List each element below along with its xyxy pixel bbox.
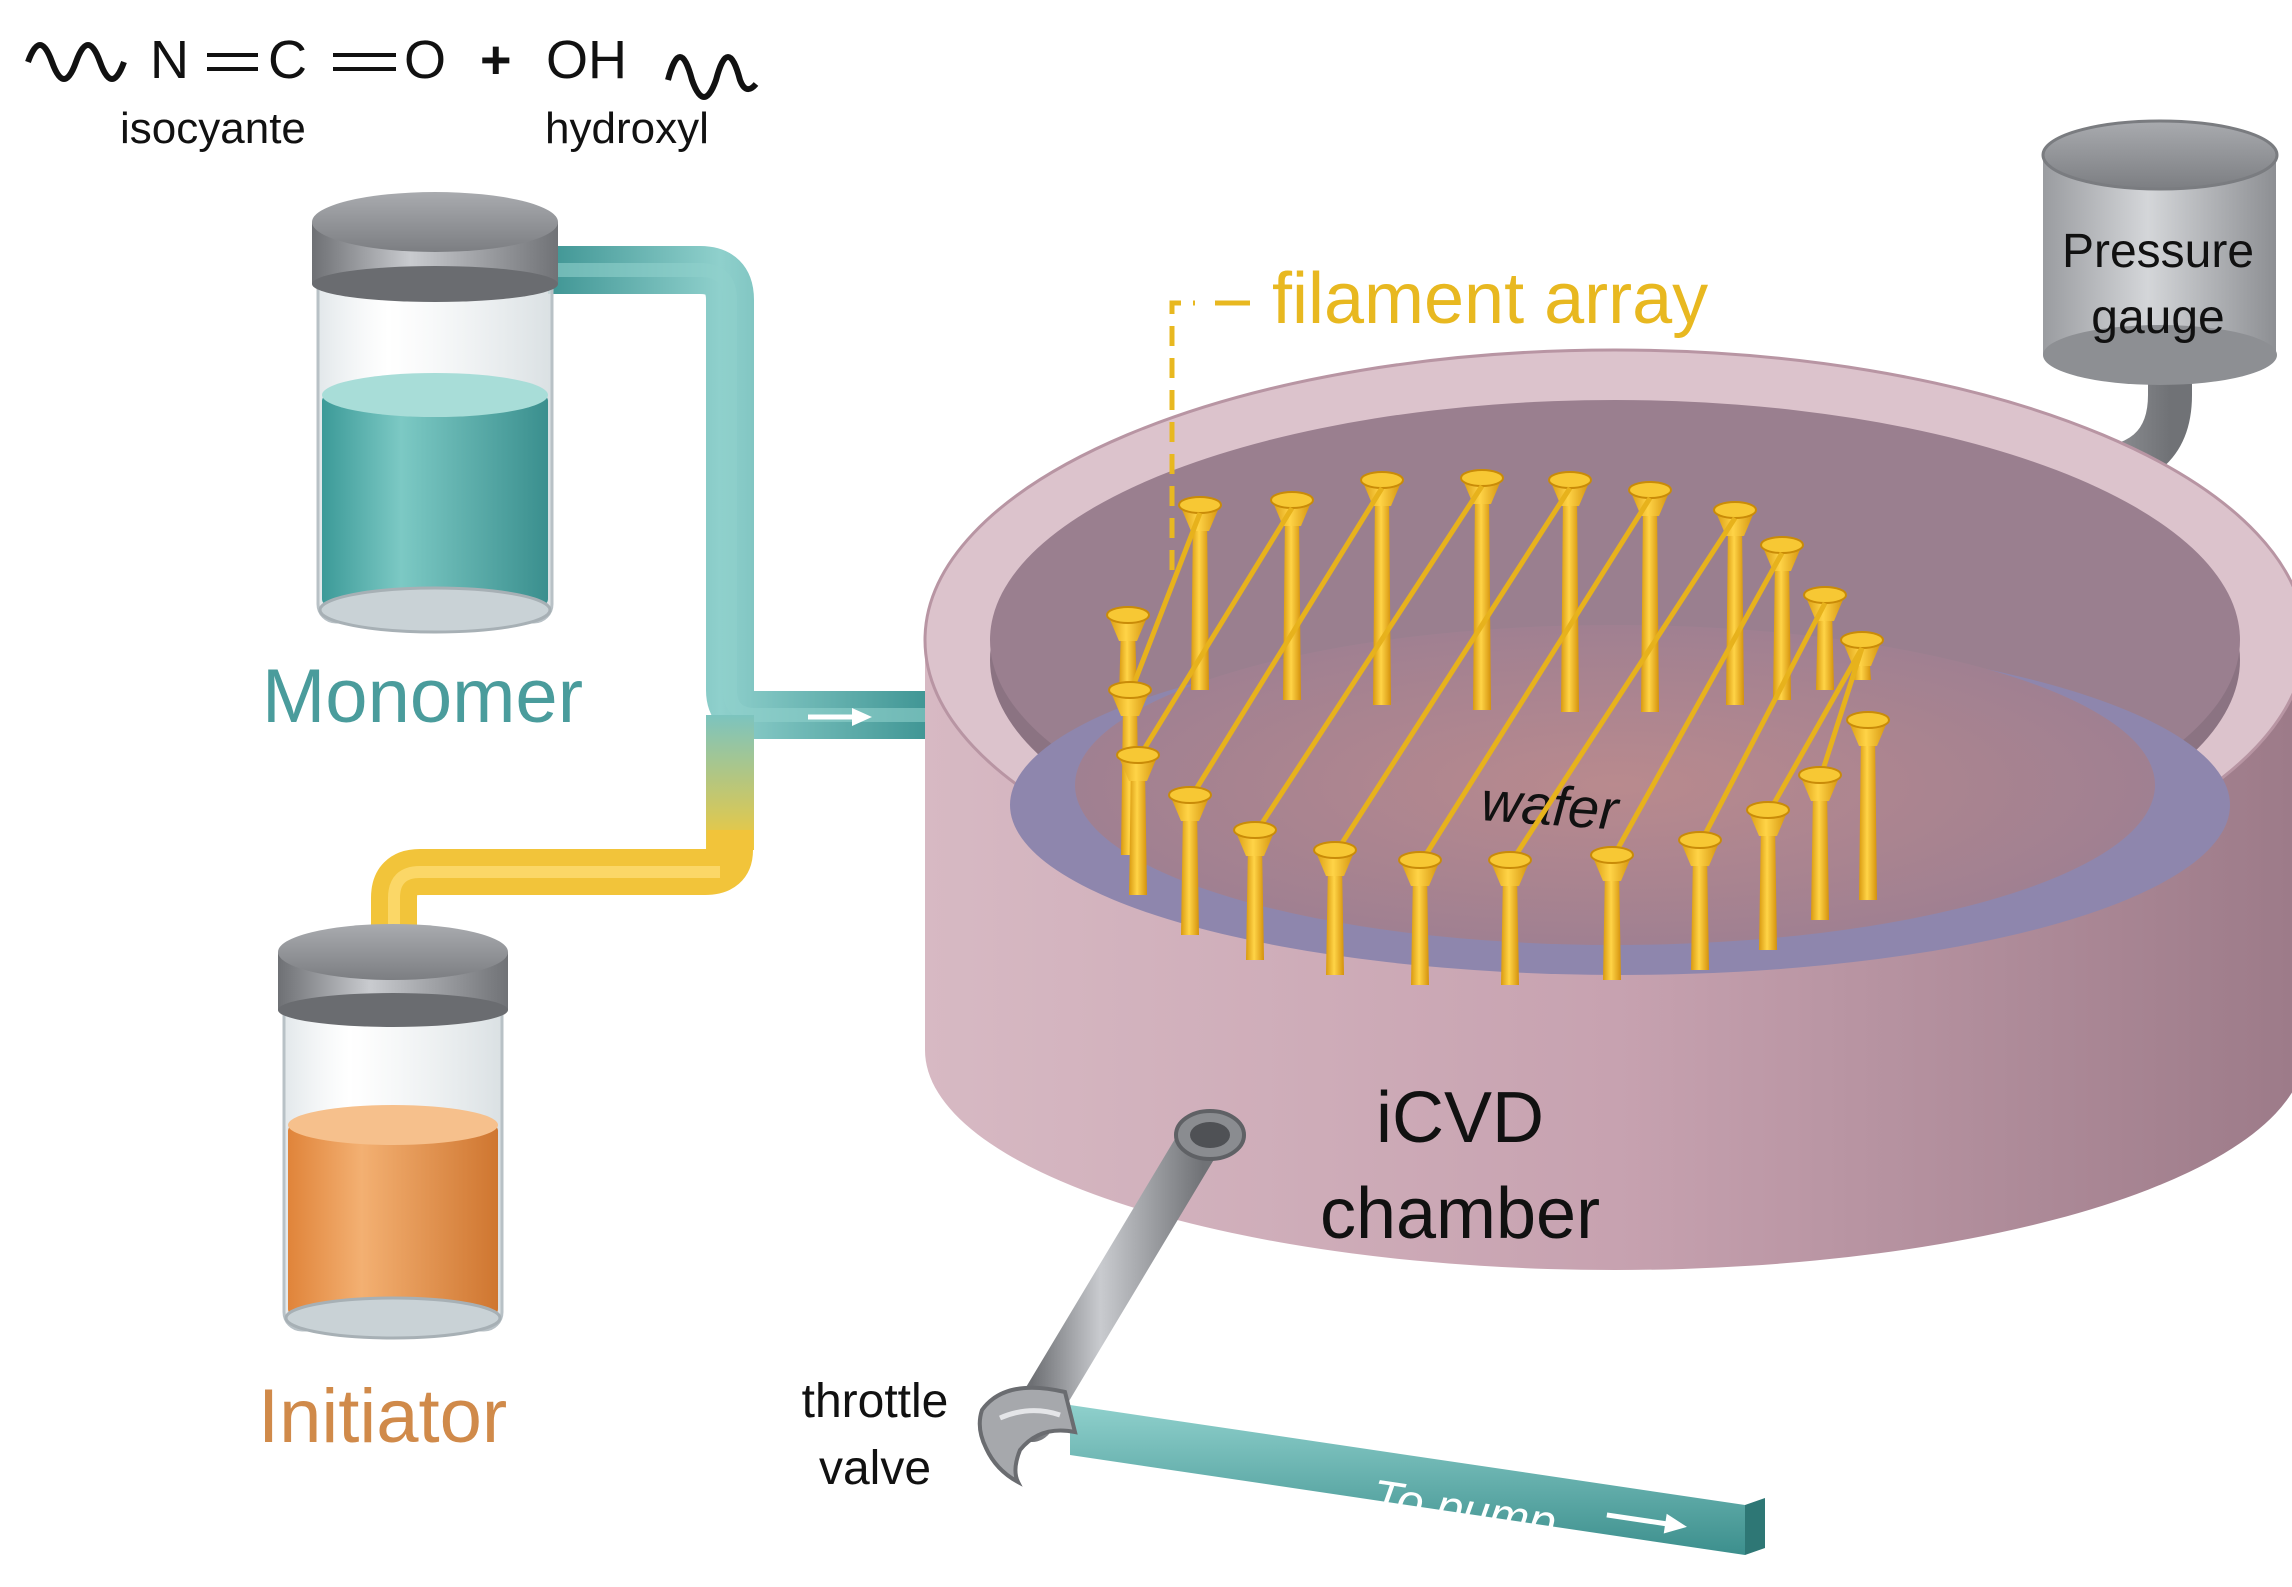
atom-n: N xyxy=(150,30,189,90)
filament-post xyxy=(1270,491,1314,700)
filament-callout: filament array xyxy=(1169,259,1708,570)
chamber-label-line2: chamber xyxy=(1320,1174,1600,1254)
exhaust-pipe xyxy=(1010,1113,1225,1442)
filament-wire xyxy=(1252,484,1485,836)
isocyanate-label: isocyante xyxy=(120,104,306,153)
hydroxyl-group: OH xyxy=(546,30,627,90)
filament-post xyxy=(1798,766,1842,920)
filament-post xyxy=(1360,471,1404,705)
initiator-jar xyxy=(278,924,508,1340)
pump-line xyxy=(1070,1405,1765,1555)
exhaust-assembly: To pump throttle valve xyxy=(802,1109,1765,1555)
filament-post xyxy=(1313,841,1357,975)
hydroxyl-label: hydroxyl xyxy=(545,104,709,153)
filament-post xyxy=(1678,831,1722,970)
filament-post xyxy=(1116,746,1160,895)
gas-lines xyxy=(371,246,930,940)
initiator-label: Initiator xyxy=(258,1374,507,1459)
pressure-gauge: Pressure gauge xyxy=(1870,119,2279,492)
gauge-label-line2: gauge xyxy=(2091,291,2224,344)
filament-wire xyxy=(1417,496,1653,866)
filament-array xyxy=(1106,469,1890,985)
flow-arrow-icon xyxy=(808,708,872,726)
to-pump-arrow-icon xyxy=(1606,1512,1687,1534)
filament-wire xyxy=(1332,486,1573,856)
filament-post xyxy=(1746,801,1790,950)
polymer-chain-right-icon xyxy=(665,54,759,100)
chamber-label-line1: iCVD xyxy=(1376,1078,1544,1158)
monomer-line xyxy=(548,246,930,739)
filament-wire xyxy=(1817,647,1865,780)
monomer-jar xyxy=(312,192,558,634)
filament-post xyxy=(1233,821,1277,960)
filament-wire xyxy=(1135,506,1295,761)
filament-array-label: filament array xyxy=(1272,259,1708,339)
filament-wire xyxy=(1127,512,1203,695)
valve-label-line2: valve xyxy=(819,1442,931,1495)
filament-wire xyxy=(1609,551,1785,861)
reaction-equation: N C O + OH isocyante hydroxyl xyxy=(25,30,759,153)
polymer-chain-left-icon xyxy=(25,42,127,82)
atom-o: O xyxy=(404,30,446,90)
filament-wire xyxy=(1697,601,1828,846)
monomer-label: Monomer xyxy=(262,654,583,739)
filament-wire xyxy=(1507,516,1738,866)
filament-post xyxy=(1488,851,1532,985)
filament-wire xyxy=(1765,646,1865,816)
valve-label-line1: throttle xyxy=(802,1375,949,1428)
monomer-liquid xyxy=(322,395,548,605)
filament-post xyxy=(1590,846,1634,980)
initiator-liquid xyxy=(288,1125,498,1315)
filament-post xyxy=(1168,786,1212,935)
filament-wire xyxy=(1187,486,1385,801)
gauge-label-line1: Pressure xyxy=(2062,225,2254,278)
filament-post xyxy=(1846,711,1890,900)
mixing-segment xyxy=(706,715,754,850)
atom-c: C xyxy=(268,30,307,90)
throttle-valve xyxy=(977,1385,1078,1487)
filament-post xyxy=(1106,606,1150,695)
plus-sign: + xyxy=(480,30,512,90)
filament-post xyxy=(1713,501,1757,705)
filament-post xyxy=(1398,851,1442,985)
initiator-line xyxy=(371,827,753,940)
